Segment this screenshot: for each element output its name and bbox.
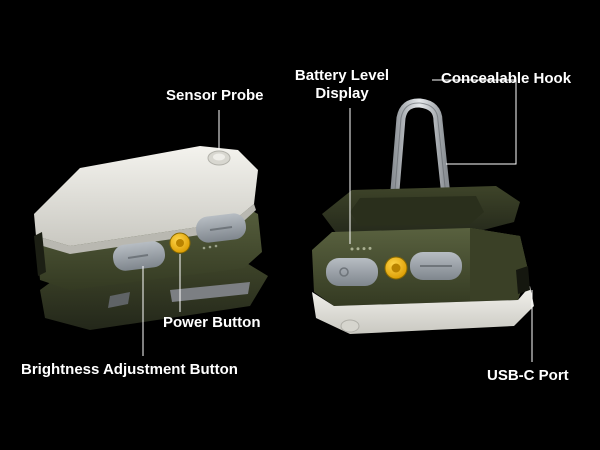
battery-dot	[356, 247, 360, 251]
battery-dot	[362, 247, 366, 251]
hook-line	[432, 79, 517, 165]
usb-c-port-label: USB-C Port	[487, 367, 569, 384]
battery-level-label: Battery Level Display	[282, 67, 402, 103]
callout-lines	[142, 79, 533, 362]
left-clip-notch	[108, 292, 130, 308]
left-sensor-lens	[213, 153, 225, 161]
left-led-dot	[202, 246, 206, 250]
battery-level-label-line1: Battery Level	[294, 67, 390, 84]
right-brightness-mark	[339, 267, 349, 277]
left-headlamp	[34, 146, 268, 330]
left-strap-slot	[34, 232, 46, 276]
brightness-button-label: Brightness Adjustment Button	[21, 361, 238, 378]
right-sensor-probe	[340, 319, 360, 333]
left-brightness-minus	[127, 254, 149, 259]
right-plate-recess	[350, 196, 484, 226]
left-plus-mark	[209, 226, 233, 231]
sensor-probe-label: Sensor Probe	[166, 87, 264, 104]
right-brightness-button	[326, 258, 378, 286]
right-housing-side	[470, 228, 528, 300]
battery-level-label-line2: Display	[315, 85, 369, 102]
battery-dot	[368, 246, 372, 250]
right-hook-outline	[392, 102, 447, 215]
right-white-cap	[312, 286, 534, 334]
left-clip-metal	[170, 282, 250, 302]
right-usbc-port	[516, 266, 530, 294]
left-led-dot	[214, 244, 218, 248]
power-button-label: Power Button	[163, 314, 261, 331]
left-led-dot	[208, 245, 212, 249]
battery-dot	[350, 247, 354, 251]
right-headlamp	[312, 98, 534, 334]
right-power-center	[391, 263, 401, 273]
left-power-center	[176, 239, 184, 247]
concealable-hook-label: Concealable Hook	[441, 70, 572, 87]
